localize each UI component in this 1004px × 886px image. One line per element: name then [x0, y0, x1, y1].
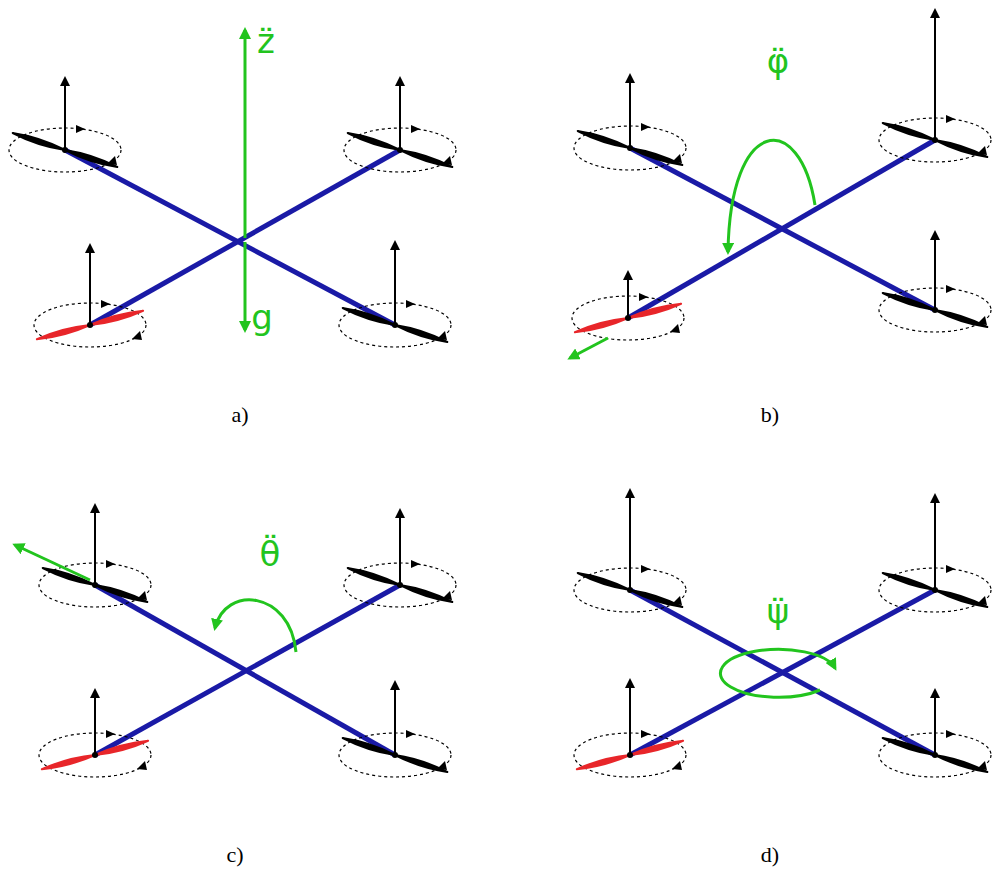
frame-arm	[628, 140, 935, 318]
pitch-arc-arrow	[215, 600, 296, 652]
pitch-accel-label: θ̈	[260, 536, 281, 573]
frame-arm	[95, 585, 400, 755]
roll-arc-arrow	[728, 140, 815, 252]
rotation-arrowhead	[670, 324, 680, 333]
yaw-accel-label: ψ̈	[767, 593, 789, 630]
rotation-arrowhead	[641, 565, 650, 573]
rotation-arrowhead	[411, 125, 420, 133]
panel-caption: d)	[761, 843, 779, 867]
rotation-arrowhead	[101, 300, 110, 308]
thrust-arrow	[934, 690, 936, 755]
thrust-arrow	[399, 78, 401, 150]
rotation-arrowhead	[106, 730, 115, 738]
frame-arm	[630, 590, 935, 755]
thrust-arrow	[934, 10, 936, 140]
frame-arm	[630, 590, 935, 755]
thrust-arrow	[94, 690, 96, 755]
roll-accel-label: φ̈	[767, 43, 789, 80]
thrust-arrow	[394, 242, 396, 325]
thrust-arrow	[629, 490, 631, 590]
rotation-arrowhead	[639, 293, 648, 301]
rotation-arrowhead	[106, 560, 115, 568]
rotation-arrowhead	[411, 560, 420, 568]
panel-caption: a)	[231, 403, 248, 427]
panel-caption: b)	[761, 403, 779, 427]
thrust-arrow	[627, 272, 629, 318]
thrust-arrow	[399, 510, 401, 585]
rotation-arrowhead	[946, 565, 955, 573]
gravity-arrow	[244, 242, 247, 330]
acceleration-arrow	[244, 30, 247, 238]
thrust-arrow	[934, 232, 936, 310]
rotation-arrowhead	[946, 115, 955, 123]
thrust-arrow	[89, 245, 91, 325]
motion-arrow	[570, 338, 608, 358]
frame-arm	[65, 150, 395, 325]
motion-arrow	[15, 545, 90, 580]
rotation-arrowhead	[76, 125, 85, 133]
rotation-arrowhead	[946, 730, 955, 738]
yaw-ellipse-arrow	[720, 649, 835, 697]
rotation-arrowhead	[406, 300, 415, 308]
panel-caption: c)	[226, 843, 243, 867]
thrust-arrow	[64, 78, 66, 150]
thrust-arrow	[94, 505, 96, 585]
rotation-arrowhead	[641, 730, 650, 738]
rotation-arrowhead	[132, 331, 142, 340]
thrust-arrow	[629, 75, 631, 148]
rotation-arrowhead	[137, 761, 147, 770]
rotation-arrowhead	[672, 761, 682, 770]
rotation-arrowhead	[641, 123, 650, 131]
rotation-arrowhead	[946, 285, 955, 293]
thrust-arrow	[629, 680, 631, 755]
accel-label: z̈	[257, 23, 275, 60]
gravity-label: g	[251, 299, 273, 336]
thrust-arrow	[934, 495, 936, 590]
rotation-arrowhead	[406, 730, 415, 738]
thrust-arrow	[394, 682, 396, 755]
